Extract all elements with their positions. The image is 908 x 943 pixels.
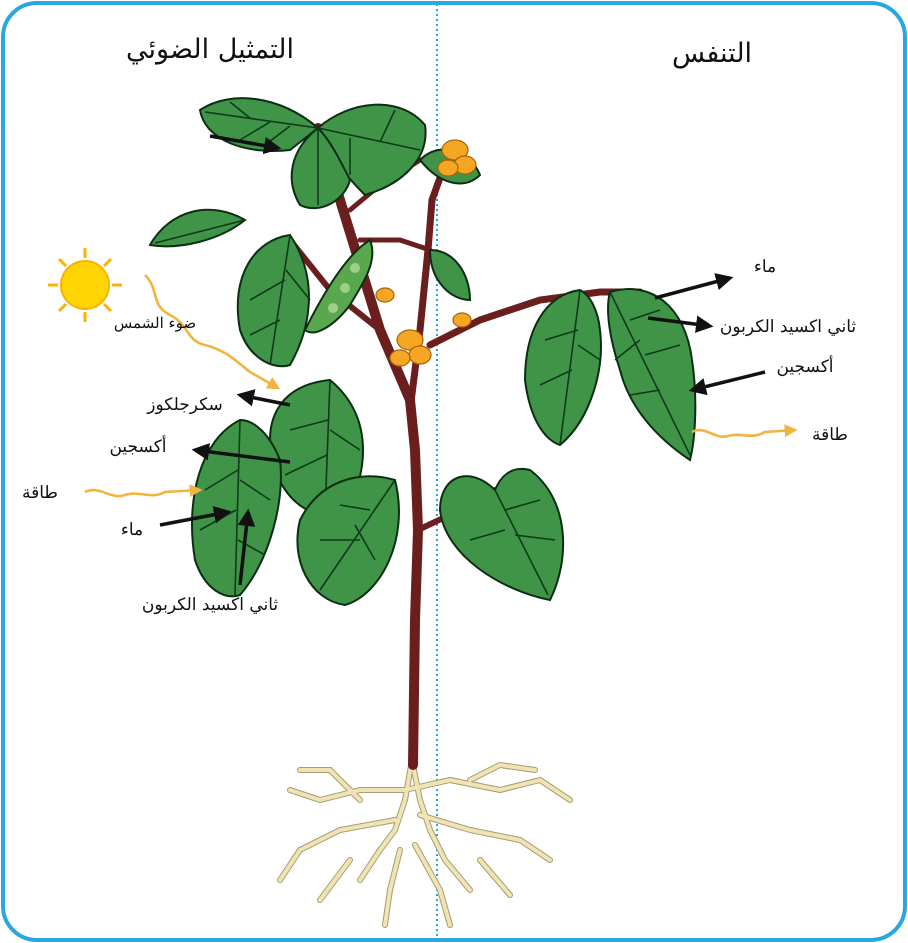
sunlight-label: ضوء الشمس <box>114 314 196 332</box>
glucose-arrow <box>240 395 290 405</box>
co2-label-photosynthesis: ثاني اكسيد الكربون <box>142 595 279 615</box>
energy-label-photosynthesis: طاقة <box>22 483 58 503</box>
oxygen-label-photosynthesis: أكسجين <box>109 435 166 457</box>
energy-label-respiration: طاقة <box>812 425 848 445</box>
glucose-label: سكرجلكوز <box>146 395 223 415</box>
oxygen-label-respiration: أكسجين <box>776 355 833 377</box>
plant-roots <box>280 760 570 925</box>
sun-icon <box>48 248 122 322</box>
water-label-respiration: ماء <box>754 257 776 277</box>
photosynthesis-title: التمثيل الضوئي <box>126 34 294 65</box>
energy-wave-photosynthesis <box>85 490 200 496</box>
co2-label-respiration: ثاني اكسيد الكربون <box>720 317 857 337</box>
respiration-title: التنفس <box>672 38 752 69</box>
water-arrow-respiration <box>655 278 730 298</box>
energy-wave-respiration <box>692 430 795 437</box>
water-label-photosynthesis: ماء <box>121 520 143 540</box>
oxygen-arrow-respiration <box>692 372 765 390</box>
